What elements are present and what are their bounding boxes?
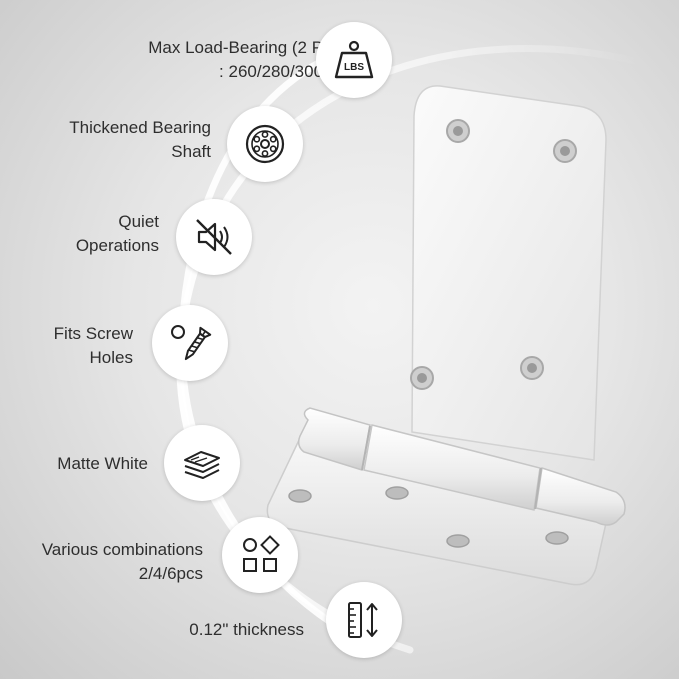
feature-label-load: Max Load-Bearing (2 PC) : 260/280/300 lb: [148, 36, 341, 84]
feature-thickness-title: 0.12" thickness: [189, 620, 304, 639]
feature-screw-subtitle: Holes: [89, 348, 133, 367]
feature-combinations-subtitle: 2/4/6pcs: [138, 564, 203, 583]
feature-finish-title: Matte White: [57, 454, 148, 473]
feature-label-quiet: Quiet Operations: [76, 210, 159, 258]
feature-combinations-title: Various combinations: [41, 540, 203, 559]
feature-bearing-title: Thickened Bearing: [69, 118, 211, 137]
feature-quiet-subtitle: Operations: [75, 236, 159, 255]
feature-label-thickness: 0.12" thickness: [189, 618, 304, 642]
feature-label-screw: Fits Screw Holes: [54, 322, 133, 370]
ruler-thickness-icon: [326, 582, 402, 658]
feature-label-bearing: Thickened Bearing Shaft: [69, 116, 211, 164]
lbs-icon-text: LBS: [344, 62, 364, 73]
feature-bearing-subtitle: Shaft: [171, 142, 211, 161]
weight-lbs-icon: LBS: [316, 22, 392, 98]
mute-speaker-icon: [176, 199, 252, 275]
feature-screw-title: Fits Screw: [53, 324, 133, 343]
feature-quiet-title: Quiet: [118, 212, 159, 231]
feature-load-title: Max Load-Bearing (2 PC): [148, 38, 341, 57]
feature-load-value: : 260/280/300 lb: [219, 62, 341, 81]
shapes-grid-icon: [222, 517, 298, 593]
screw-icon: [152, 305, 228, 381]
feature-label-finish: Matte White: [57, 452, 148, 476]
layers-icon: [164, 425, 240, 501]
bearing-icon: [227, 106, 303, 182]
feature-label-combinations: Various combinations 2/4/6pcs: [42, 538, 203, 586]
